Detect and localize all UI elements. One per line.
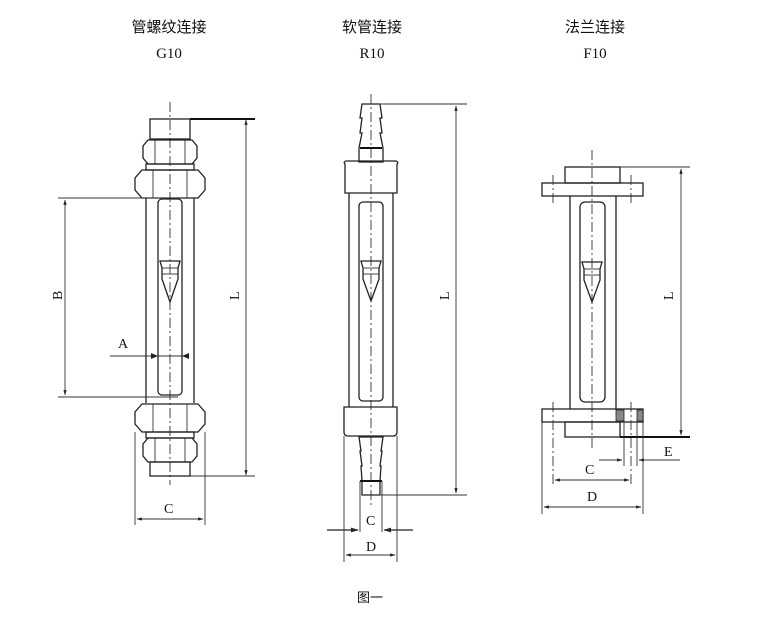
hose-barb-bottom — [358, 436, 384, 496]
hose-barb-top — [358, 103, 384, 163]
meter-f10-title: 法兰连接 — [564, 18, 625, 36]
label-d-f10: D — [587, 490, 597, 505]
glass-tube — [358, 201, 384, 402]
large-hex-nut-top — [134, 169, 206, 199]
figure-caption: 图一 — [356, 591, 383, 606]
bottom-flange-plate — [541, 408, 644, 423]
glass-tube — [157, 198, 183, 396]
large-hex-nut-bottom — [134, 403, 206, 433]
bottom-cap — [343, 406, 398, 437]
small-hex-nut-bottom — [142, 437, 198, 463]
top-flange-hub — [564, 166, 621, 184]
top-fitting — [149, 118, 191, 140]
bottom-fitting — [149, 461, 191, 477]
label-l-f10: L — [662, 291, 677, 300]
meter-r10-code: R10 — [359, 46, 385, 62]
float — [159, 260, 181, 304]
label-d-r10: D — [366, 540, 376, 555]
meter-r10-title: 软管连接 — [341, 18, 402, 36]
meter-f10-code: F10 — [583, 46, 607, 62]
meter-r10-drawing — [327, 94, 467, 562]
meter-g10-drawing — [58, 102, 255, 525]
meter-f10-drawing — [541, 150, 690, 514]
meter-g10-code: G10 — [156, 46, 182, 62]
label-e-f10: E — [664, 445, 673, 460]
label-c-r10: C — [366, 514, 375, 529]
top-flange-plate — [541, 182, 644, 197]
float — [581, 261, 603, 304]
float — [360, 260, 382, 303]
label-a-g10: A — [118, 337, 129, 352]
label-l-g10: L — [228, 291, 243, 300]
label-c-f10: C — [585, 463, 594, 478]
glass-tube — [579, 201, 606, 403]
label-b-g10: B — [51, 291, 66, 300]
top-cap — [343, 160, 399, 194]
label-l-r10: L — [438, 291, 453, 300]
label-c-g10: C — [164, 502, 173, 517]
bottom-flange-hub — [564, 421, 621, 438]
meter-g10-title: 管螺纹连接 — [131, 18, 207, 36]
